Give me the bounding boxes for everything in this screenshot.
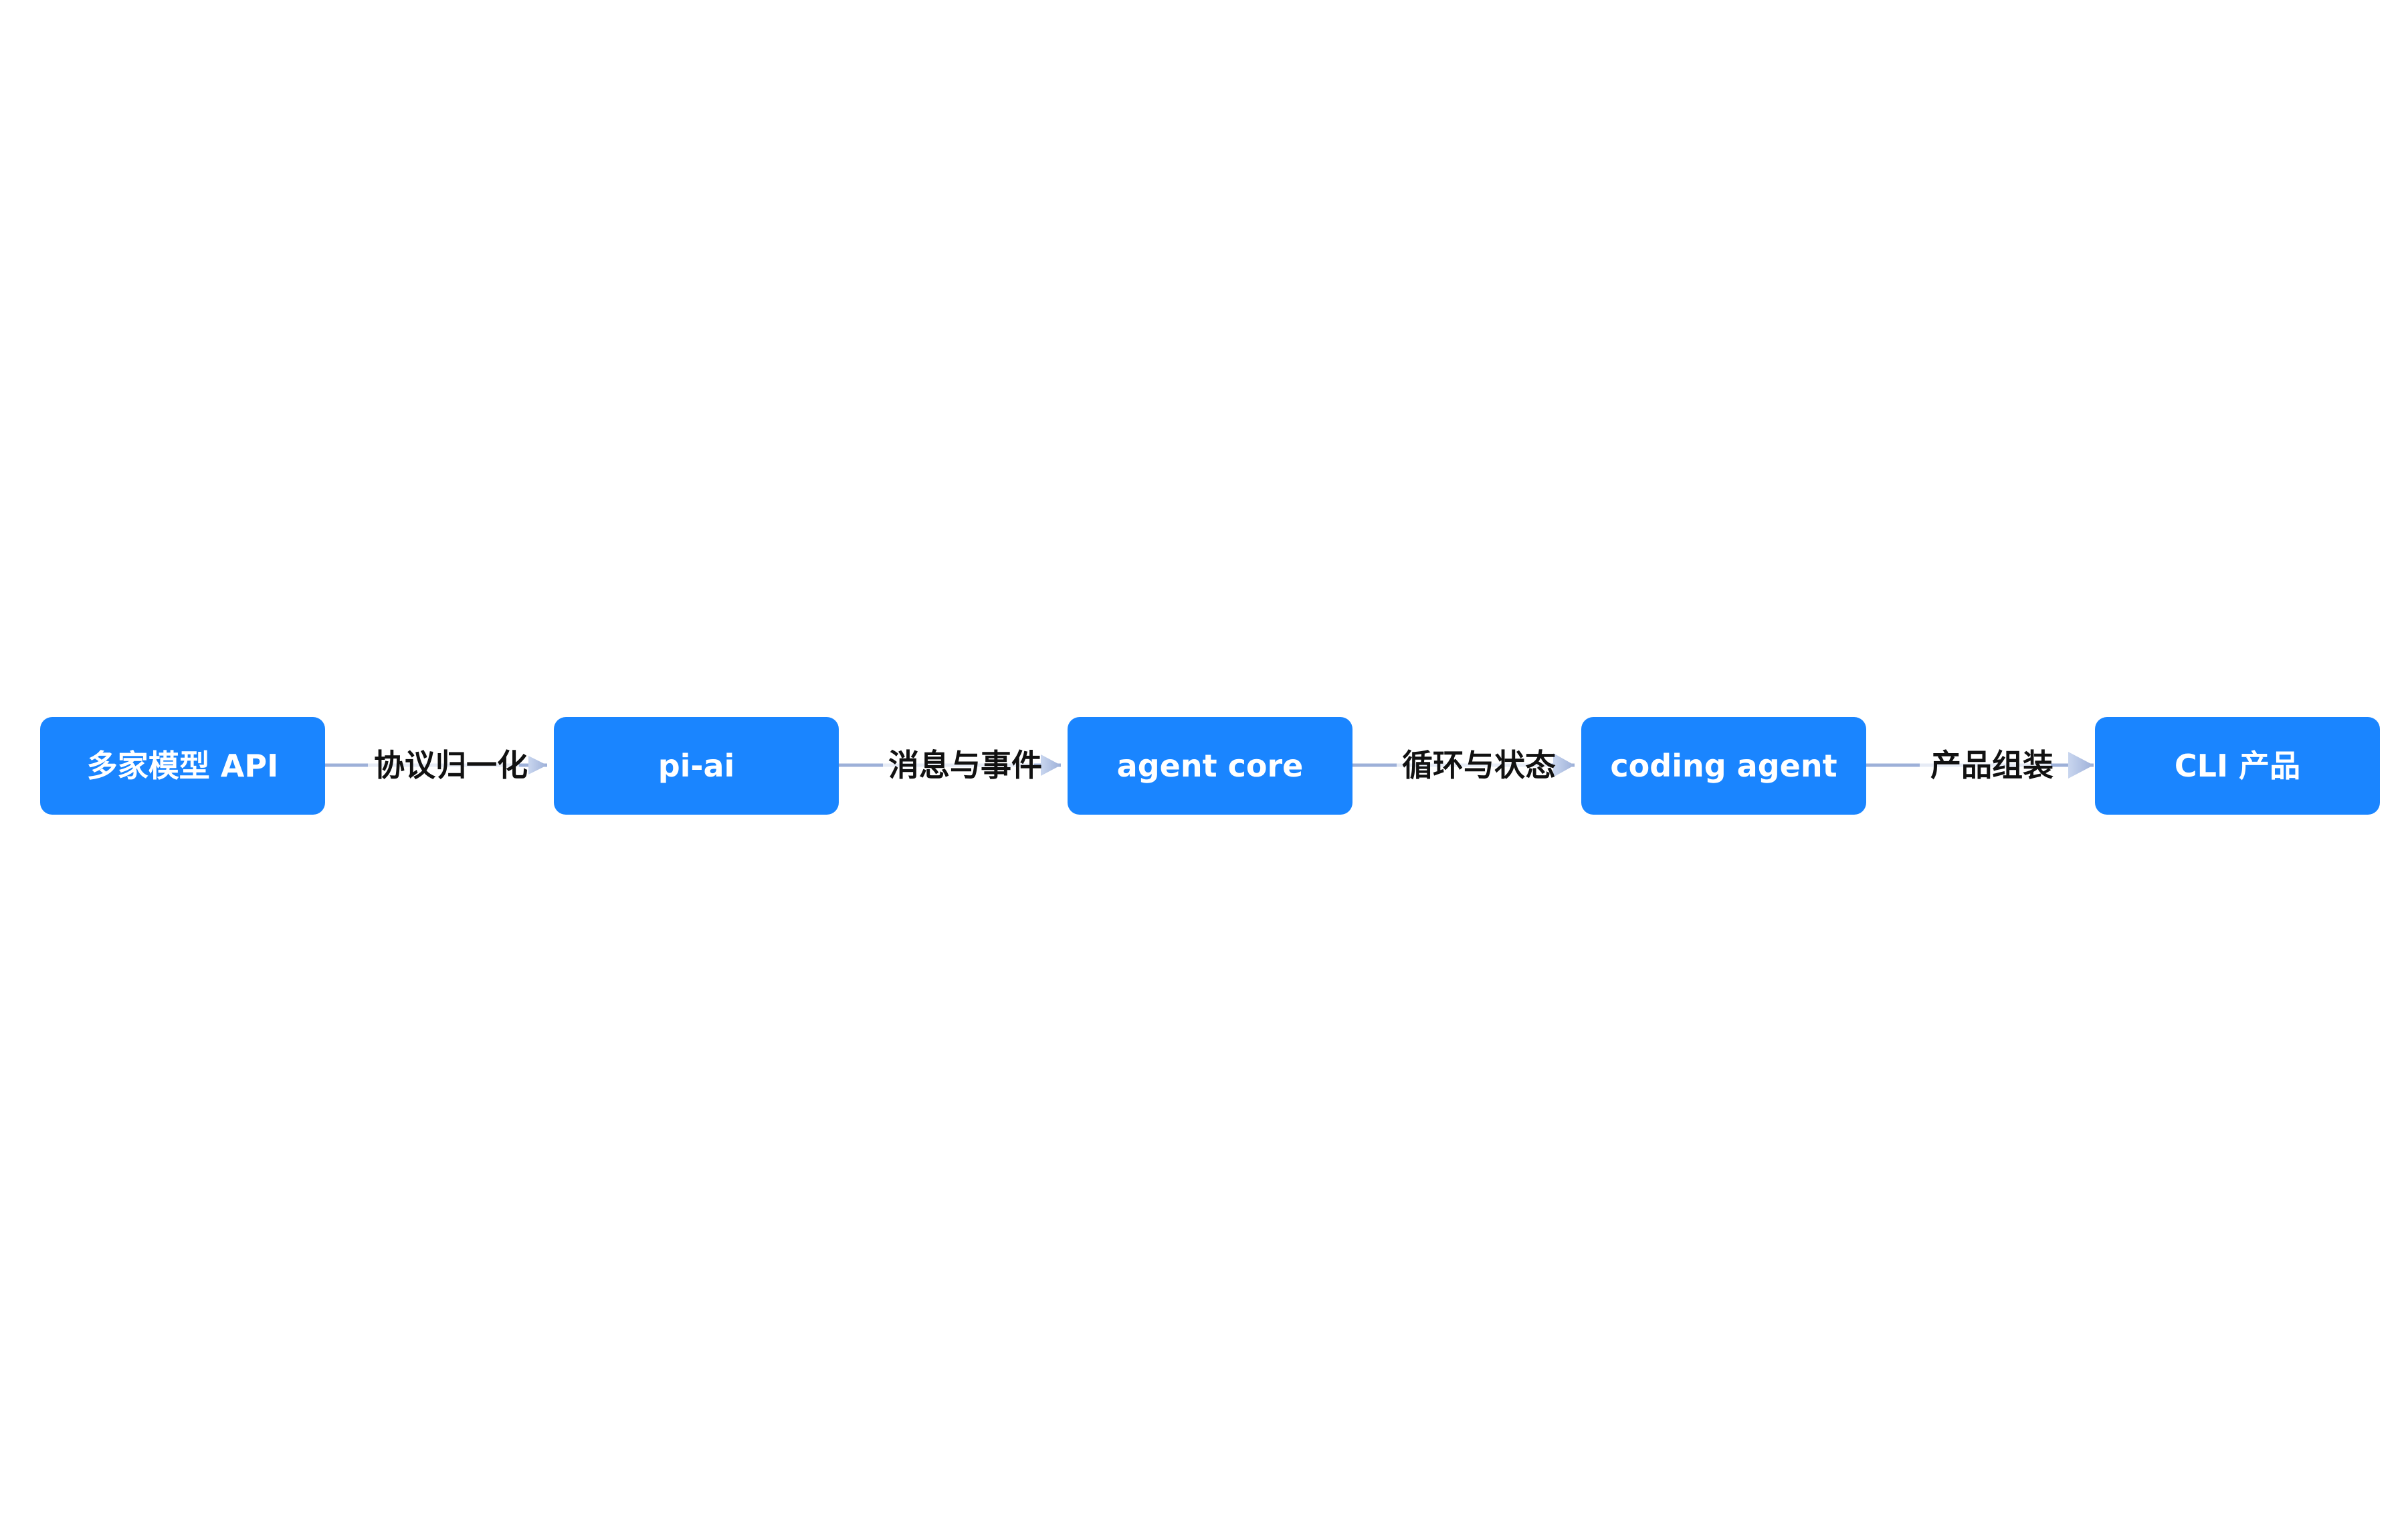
edge-label: 协议归一化 <box>374 747 528 783</box>
edge-label: 消息与事件 <box>888 747 1042 783</box>
node-box <box>1068 717 1352 815</box>
node-label: coding agent <box>1610 748 1837 784</box>
edge-label: 产品组装 <box>1930 747 2053 783</box>
node-label: 多家模型 API <box>87 748 278 784</box>
arrowhead-icon <box>2068 752 2094 779</box>
edge-0: 协议归一化 <box>325 747 547 783</box>
edge-label-bg <box>1397 748 1548 783</box>
node-label: CLI 产品 <box>2175 748 2300 784</box>
edge-label-bg <box>883 748 1034 783</box>
node-box <box>40 717 325 815</box>
arrowhead-icon <box>1553 753 1575 777</box>
node-1: pi-ai <box>554 717 839 815</box>
edge-label: 循环与状态 <box>1402 747 1556 783</box>
edge-2: 循环与状态 <box>1352 747 1575 783</box>
arrowhead-icon <box>528 756 547 775</box>
node-box <box>554 717 839 815</box>
node-box <box>1581 717 1866 815</box>
edge-label-bg <box>368 748 519 783</box>
edge-label-bg <box>1920 748 2051 783</box>
arrowhead-icon <box>1041 754 1061 776</box>
node-label: agent core <box>1117 748 1304 784</box>
edge-3: 产品组装 <box>1866 747 2094 783</box>
node-3: coding agent <box>1581 717 1866 815</box>
node-label: pi-ai <box>658 748 735 784</box>
node-box <box>2095 717 2380 815</box>
node-4: CLI 产品 <box>2095 717 2380 815</box>
node-0: 多家模型 API <box>40 717 325 815</box>
edge-1: 消息与事件 <box>839 747 1061 783</box>
node-2: agent core <box>1068 717 1352 815</box>
